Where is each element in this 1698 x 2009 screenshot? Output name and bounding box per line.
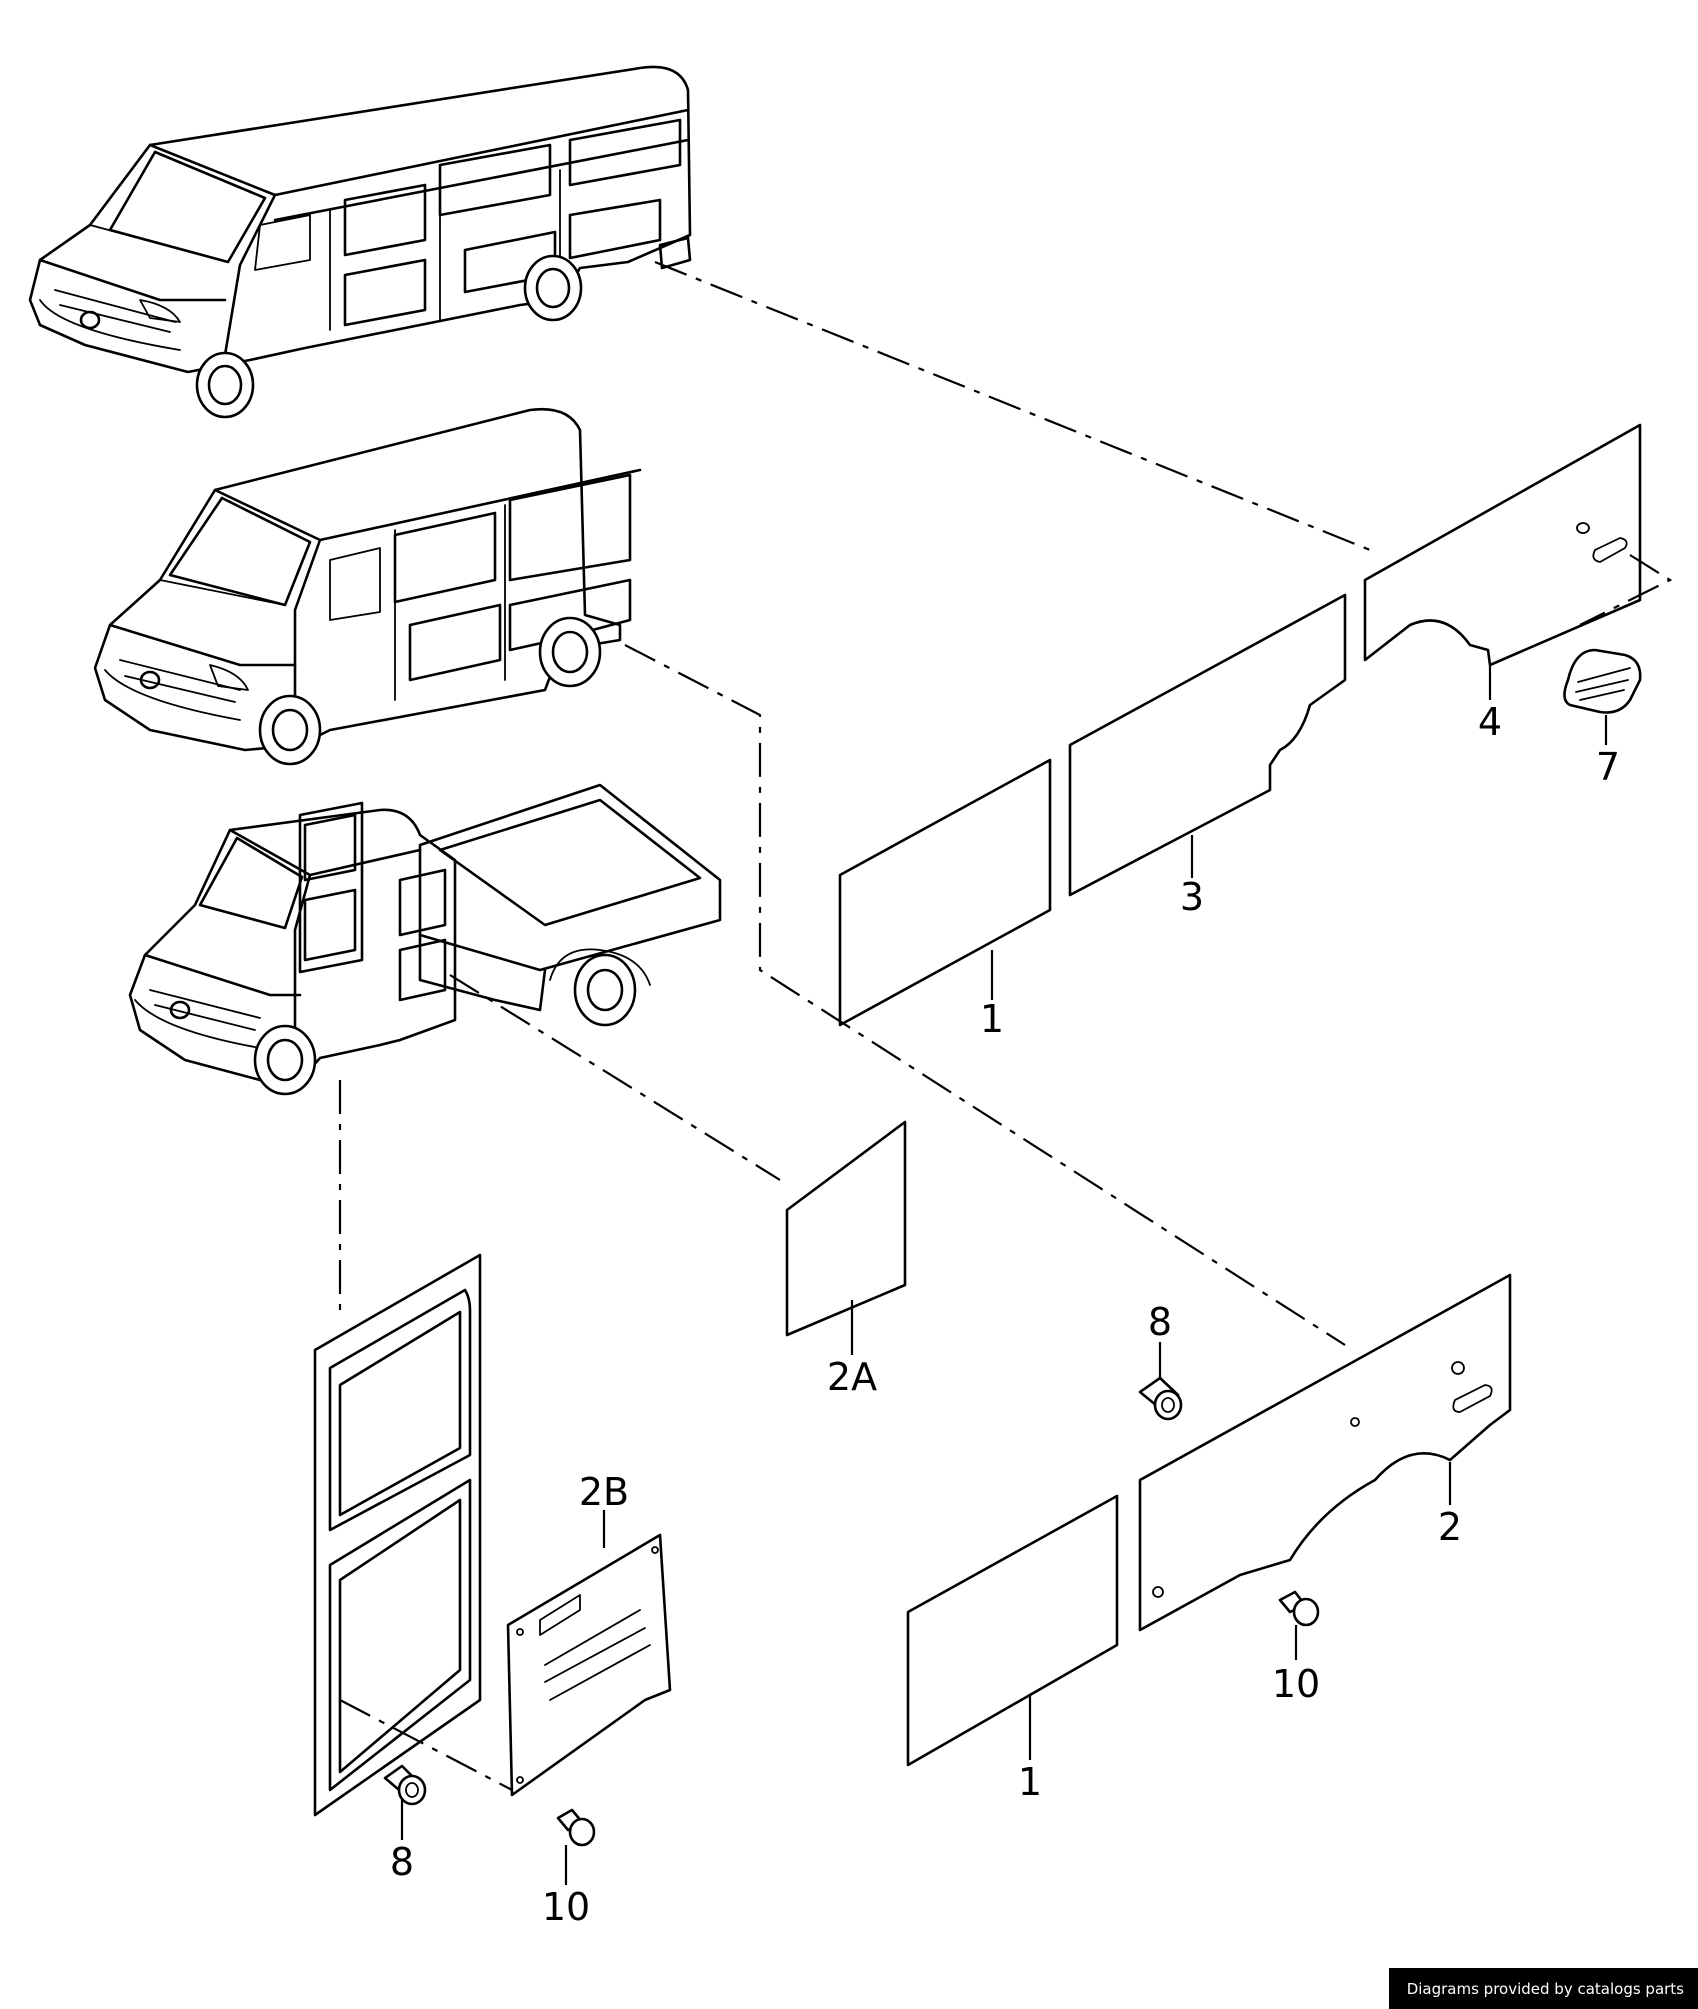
clip-8-right	[1138, 1376, 1183, 1421]
clip-8-left	[383, 1764, 427, 1806]
callout-4: 4	[1478, 700, 1502, 744]
grommet-7	[1563, 648, 1642, 714]
clip-10-right	[1278, 1590, 1320, 1627]
callout-8-right: 8	[1148, 1300, 1172, 1344]
insulation-panel-3	[1068, 593, 1347, 897]
callout-1-bottom: 1	[1018, 1760, 1042, 1804]
callout-10-right: 10	[1272, 1662, 1320, 1706]
leader-lines	[400, 662, 1608, 1885]
door-seal-frame	[313, 1253, 482, 1817]
insulation-panel-4	[1363, 423, 1642, 667]
insulation-panel-2A	[785, 1120, 907, 1337]
callout-labels: 1 3 4 7 2A 8 2 10 1 2B 8 10	[390, 700, 1620, 1929]
van-short-wheelbase	[93, 407, 642, 766]
insulation-panel-1-bottom	[906, 1494, 1119, 1767]
insulation-panel-2	[1138, 1273, 1512, 1632]
clip-10-left	[556, 1808, 596, 1847]
callout-8-left: 8	[390, 1840, 414, 1884]
callout-7: 7	[1596, 745, 1620, 789]
callout-2A: 2A	[827, 1355, 877, 1399]
assembly-lines	[338, 260, 1673, 1791]
double-cab-pickup	[128, 783, 722, 1096]
insulation-panel-1-top	[838, 758, 1052, 1027]
callout-10-left: 10	[542, 1885, 590, 1929]
diagram-credit-badge: Diagrams provided by catalogs parts	[1388, 1968, 1698, 2009]
trim-panel-2B	[506, 1533, 672, 1797]
callout-1-top: 1	[980, 997, 1004, 1041]
callout-2: 2	[1438, 1505, 1462, 1549]
callout-3: 3	[1180, 875, 1204, 919]
callout-2B: 2B	[579, 1470, 629, 1514]
van-long-wheelbase	[28, 65, 692, 419]
